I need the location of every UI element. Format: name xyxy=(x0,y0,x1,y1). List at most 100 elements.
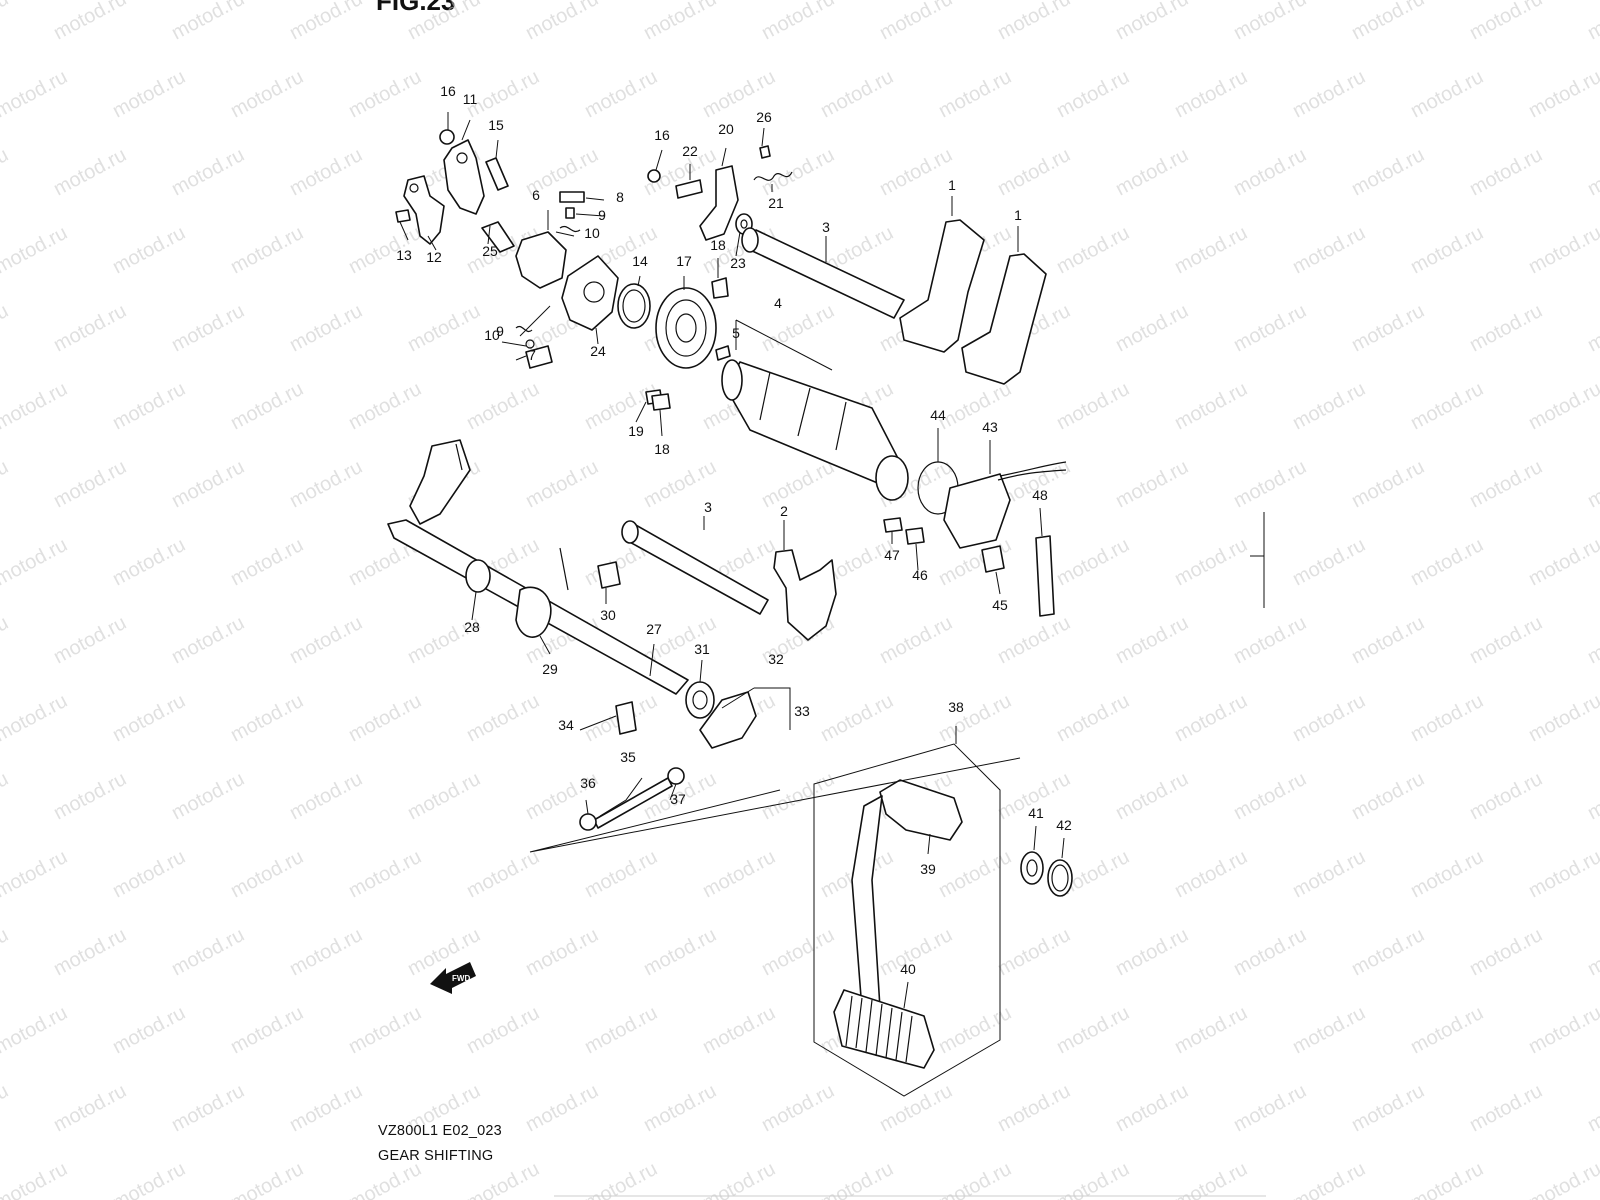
watermark: motod.ru xyxy=(0,534,71,590)
watermark: motod.ru xyxy=(640,924,720,980)
shift-drum xyxy=(715,345,909,501)
watermark: motod.ru xyxy=(0,222,71,278)
callout-1: 1 xyxy=(1014,207,1022,223)
watermark: motod.ru xyxy=(1525,690,1600,746)
watermark: motod.ru xyxy=(1289,222,1369,278)
watermark: motod.ru xyxy=(1053,378,1133,434)
watermark: motod.ru xyxy=(1407,378,1487,434)
watermark: motod.ru xyxy=(0,846,71,902)
watermark: motod.ru xyxy=(286,300,366,356)
watermark: motod.ru xyxy=(286,0,366,44)
callout-26: 26 xyxy=(756,109,772,125)
shift-fork-lower xyxy=(773,549,837,641)
watermark: motod.ru xyxy=(1407,1002,1487,1058)
watermark: motod.ru xyxy=(1171,690,1251,746)
watermark: motod.ru xyxy=(1348,924,1428,980)
watermark: motod.ru xyxy=(1289,378,1369,434)
watermark: motod.ru xyxy=(286,768,366,824)
watermark: motod.ru xyxy=(345,222,425,278)
callout-24: 24 xyxy=(590,343,606,359)
watermark: motod.ru xyxy=(109,378,189,434)
gearshift-cam-group xyxy=(515,191,619,369)
callout-35: 35 xyxy=(620,749,636,765)
watermark: motod.ru xyxy=(1289,1002,1369,1058)
watermark: motod.ru xyxy=(0,456,12,512)
watermark: motod.ru xyxy=(1053,1158,1133,1200)
watermark: motod.ru xyxy=(1171,378,1251,434)
watermark: motod.ru xyxy=(345,378,425,434)
watermark: motod.ru xyxy=(109,66,189,122)
shift-fork-shaft-upper xyxy=(741,227,905,319)
callout-33: 33 xyxy=(794,703,810,719)
watermark: motod.ru xyxy=(168,924,248,980)
watermark: motod.ru xyxy=(758,456,838,512)
callout-20: 20 xyxy=(718,121,734,137)
fwd-label: FWD xyxy=(452,974,470,983)
watermark: motod.ru xyxy=(935,1002,1015,1058)
watermark: motod.ru xyxy=(581,1158,661,1200)
watermark: motod.ru xyxy=(1171,846,1251,902)
watermark: motod.ru xyxy=(1584,924,1600,980)
watermark: motod.ru xyxy=(699,846,779,902)
watermark: motod.ru xyxy=(463,378,543,434)
callout-45: 45 xyxy=(992,597,1008,613)
watermark: motod.ru xyxy=(699,1002,779,1058)
callout-39: 39 xyxy=(920,861,936,877)
watermark: motod.ru xyxy=(935,378,1015,434)
watermark: motod.ru xyxy=(1053,1002,1133,1058)
watermark: motod.ru xyxy=(522,924,602,980)
callout-3: 3 xyxy=(704,499,712,515)
watermark: motod.ru xyxy=(168,0,248,44)
watermark: motod.ru xyxy=(758,768,838,824)
watermark: motod.ru xyxy=(227,846,307,902)
watermark: motod.ru xyxy=(286,612,366,668)
watermark: motod.ru xyxy=(1525,222,1600,278)
watermark: motod.ru xyxy=(1407,1158,1487,1200)
callout-15: 15 xyxy=(488,117,504,133)
callout-8: 8 xyxy=(616,189,624,205)
watermark: motod.ru xyxy=(1584,300,1600,356)
watermark: motod.ru xyxy=(0,66,71,122)
callout-6: 6 xyxy=(532,187,540,203)
gearshift-lever-group xyxy=(813,743,1073,1097)
watermark: motod.ru xyxy=(581,846,661,902)
watermark: motod.ru xyxy=(109,222,189,278)
callout-40: 40 xyxy=(900,961,916,977)
watermark: motod.ru xyxy=(227,690,307,746)
callout-48: 48 xyxy=(1032,487,1048,503)
watermark: motod.ru xyxy=(227,222,307,278)
stopper-arm-spring-group xyxy=(647,145,793,241)
watermark: motod.ru xyxy=(1289,690,1369,746)
figure-title: FIG.23 xyxy=(376,0,456,16)
callout-7: 7 xyxy=(528,347,536,363)
forward-direction-arrow: FWD xyxy=(430,962,476,994)
gearshift-shaft-assembly xyxy=(387,439,757,831)
watermark: motod.ru xyxy=(1584,456,1600,512)
watermark: motod.ru xyxy=(935,846,1015,902)
watermark: motod.ru xyxy=(758,300,838,356)
watermark: motod.ru xyxy=(0,0,12,44)
callout-22: 22 xyxy=(682,143,698,159)
leader-lines xyxy=(399,112,1266,1197)
watermark: motod.ru xyxy=(1407,222,1487,278)
watermark: motod.ru xyxy=(50,612,130,668)
watermark: motod.ru xyxy=(1289,66,1369,122)
watermark: motod.ru xyxy=(1348,768,1428,824)
watermark: motod.ru xyxy=(1466,300,1546,356)
watermark: motod.ru xyxy=(0,378,71,434)
watermark: motod.ru xyxy=(168,612,248,668)
watermark: motod.ru xyxy=(935,690,1015,746)
watermark: motod.ru xyxy=(286,456,366,512)
callout-21: 21 xyxy=(768,195,784,211)
watermark: motod.ru xyxy=(1525,846,1600,902)
watermark: motod.ru xyxy=(758,1080,838,1136)
watermark: motod.ru xyxy=(168,456,248,512)
watermark: motod.ru xyxy=(935,66,1015,122)
callout-16: 16 xyxy=(654,127,670,143)
watermark: motod.ru xyxy=(1348,0,1428,44)
callout-31: 31 xyxy=(694,641,710,657)
callout-12: 12 xyxy=(426,249,442,265)
watermark: motod.ru xyxy=(1171,534,1251,590)
watermark: motod.ru xyxy=(1584,768,1600,824)
drawing-code: VZ800L1 E02_023 xyxy=(378,1123,502,1139)
